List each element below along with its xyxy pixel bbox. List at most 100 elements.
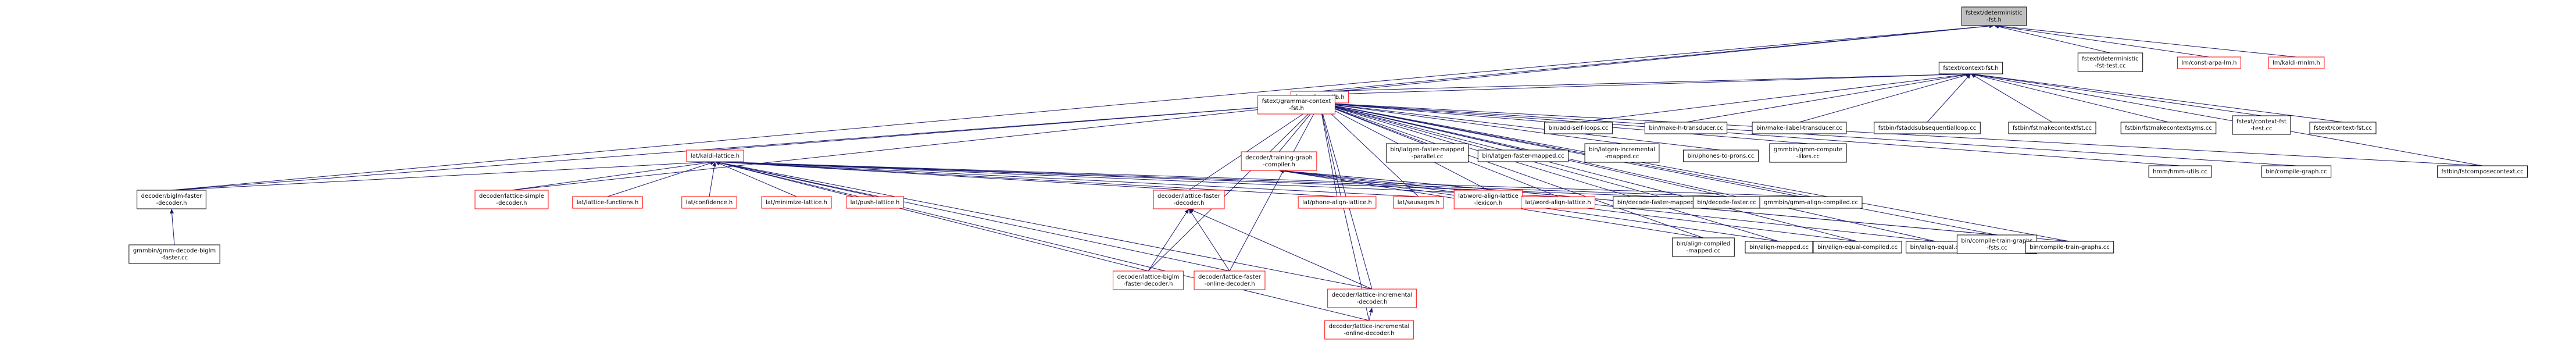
graph-edge-n27-n18 (511, 160, 716, 191)
graph-node-n37[interactable]: bin/decode-faster-mapped.cc (1613, 196, 1707, 209)
node-label: bin/align-compiled (1677, 241, 1731, 247)
node-box (1672, 237, 1735, 257)
graph-node-n23[interactable]: bin/phones-to-prons.cc (1683, 149, 1759, 162)
node-label: bin/compile-train-graphs.cc (2030, 244, 2109, 251)
graph-node-n3[interactable]: fstext/deterministic-fst-test.cc (2077, 52, 2143, 72)
graph-node-n35[interactable]: lat/word-align-lattice-lexicon.h (1453, 190, 1523, 209)
node-label: hmm/hmm-utils.cc (2153, 169, 2207, 175)
node-label: bin/make-ilabel-transducer.cc (1756, 125, 1842, 131)
graph-node-n6[interactable]: decoder/biglm-faster-decoder.h (137, 190, 206, 209)
graph-node-root[interactable]: fstext/deterministic-fst.h (1961, 6, 2027, 26)
graph-node-n12[interactable]: fstbin/fstaddsubsequentialloop.cc (1874, 122, 1981, 134)
graph-node-n9[interactable]: bin/add-self-loops.cc (1544, 122, 1613, 134)
node-label: -decoder.h (1174, 200, 1205, 206)
graph-node-n8[interactable]: fstext/grammar-context-fst.h (1257, 95, 1335, 115)
node-label: fstbin/fstaddsubsequentialloop.cc (1878, 125, 1977, 131)
node-label: fstbin/fstmakecontextsyms.cc (2125, 125, 2212, 131)
node-box (761, 196, 832, 209)
node-box (686, 149, 744, 162)
node-box (1324, 320, 1414, 340)
graph-node-n48[interactable]: decoder/lattice-incremental-decoder.h (1327, 288, 1417, 308)
graph-node-n34[interactable]: lat/sausages.h (1393, 196, 1444, 209)
graph-node-n17[interactable]: fstbin/fstcomposecontext.cc (2436, 165, 2528, 178)
graph-node-n42[interactable]: bin/align-equal-compiled.cc (1813, 241, 1902, 254)
node-label: lat/confidence.h (686, 200, 733, 206)
graph-node-n16[interactable]: fstext/context-fst.cc (2309, 122, 2377, 134)
graph-node-n29[interactable]: lat/confidence.h (681, 196, 737, 209)
node-box (1584, 143, 1660, 163)
graph-edge-n5-root (1993, 24, 2297, 58)
graph-node-n26[interactable]: bin/compile-graph.cc (2261, 165, 2332, 178)
graph-node-n25[interactable]: hmm/hmm-utils.cc (2148, 165, 2212, 178)
graph-node-n4[interactable]: lm/const-arpa-lm.h (2177, 56, 2241, 69)
graph-edge-n7-n6 (170, 208, 175, 245)
graph-edge-n6-root (171, 24, 1995, 191)
graph-edge-n16-n2 (1970, 72, 2343, 123)
graph-node-n45[interactable]: bin/compile-train-graphs.cc (2025, 241, 2114, 254)
node-label: bin/align-equal.cc (1910, 244, 1962, 251)
node-label: bin/latgen-incremental (1589, 147, 1655, 153)
node-label: lat/push-lattice.h (851, 200, 900, 206)
node-box (681, 196, 737, 209)
graph-node-n14[interactable]: fstbin/fstmakecontextsyms.cc (2120, 122, 2217, 134)
node-label: -test.cc (2251, 126, 2273, 132)
graph-edge-n10-n2 (1685, 72, 1971, 123)
graph-edge-n48-n32 (1188, 208, 1373, 290)
arrowhead (1966, 74, 1971, 79)
node-label: lat/word-align-lattice.h (1525, 200, 1591, 206)
node-label: -faster-decoder.h (1124, 281, 1173, 287)
node-label: bin/align-mapped.cc (1749, 244, 1809, 251)
graph-node-n27[interactable]: decoder/lattice-simple-decoder.h (474, 190, 549, 209)
node-label: decoder/lattice-incremental (1329, 323, 1410, 330)
node-box (1393, 196, 1444, 209)
graph-node-n28[interactable]: lat/lattice-functions.h (572, 196, 643, 209)
graph-node-n44[interactable]: bin/compile-train-graphs-fsts.cc (1956, 234, 2038, 254)
graph-node-n30[interactable]: lat/minimize-lattice.h (761, 196, 832, 209)
graph-node-n10[interactable]: bin/make-h-transducer.cc (1644, 122, 1728, 134)
node-box (1257, 95, 1335, 115)
graph-node-n36[interactable]: lat/word-align-lattice.h (1520, 196, 1596, 209)
node-box (1520, 196, 1596, 209)
graph-edge-n3-root (1993, 24, 2111, 54)
graph-node-n38[interactable]: bin/decode-faster.cc (1692, 196, 1761, 209)
graph-node-n7[interactable]: gmmbin/gmm-decode-biglm-faster.cc (128, 244, 220, 264)
graph-node-n11[interactable]: bin/make-ilabel-transducer.cc (1752, 122, 1847, 134)
node-box (2120, 122, 2217, 134)
node-box (2261, 165, 2332, 178)
node-label: -decoder.h (496, 200, 527, 206)
graph-node-n33[interactable]: lat/phone-align-lattice.h (1298, 196, 1377, 209)
node-box (1956, 234, 2038, 254)
node-box (137, 190, 206, 209)
node-label: -likes.cc (1796, 154, 1820, 160)
node-label: bin/compile-graph.cc (2266, 169, 2327, 175)
graph-node-n40[interactable]: bin/align-compiled-mapped.cc (1672, 237, 1735, 257)
node-box (1769, 143, 1847, 163)
node-box (2177, 56, 2241, 69)
graph-node-n47[interactable]: decoder/lattice-faster-online-decoder.h (1194, 270, 1266, 290)
node-box (1752, 122, 1847, 134)
graph-node-n31[interactable]: lat/push-lattice.h (846, 196, 904, 209)
node-label: -compiler.h (1263, 162, 1295, 168)
node-box (474, 190, 549, 209)
graph-node-n41[interactable]: bin/align-mapped.cc (1745, 241, 1813, 254)
arrowhead (1189, 209, 1194, 213)
graph-node-n18[interactable]: lat/kaldi-lattice.h (686, 149, 744, 162)
node-box (1813, 241, 1902, 254)
graph-node-n2[interactable]: fstext/context-fst.h (1938, 62, 2003, 74)
node-label: bin/latgen-faster-mapped (1390, 147, 1464, 153)
node-box (846, 196, 904, 209)
graph-node-n13[interactable]: fstbin/fstmakecontextfst.cc (2008, 122, 2096, 134)
node-label: bin/align-equal-compiled.cc (1817, 244, 1898, 251)
graph-node-n49[interactable]: decoder/lattice-incremental-online-decod… (1324, 320, 1414, 340)
graph-node-n24[interactable]: gmmbin/gmm-compute-likes.cc (1769, 143, 1847, 163)
graph-node-n22[interactable]: bin/latgen-incremental-mapped.cc (1584, 143, 1660, 163)
graph-node-n39[interactable]: gmmbin/gmm-align-compiled.cc (1759, 196, 1863, 209)
graph-node-n21[interactable]: bin/latgen-faster-mapped.cc (1477, 149, 1569, 162)
graph-node-n46[interactable]: decoder/lattice-biglm-faster-decoder.h (1113, 270, 1184, 290)
graph-node-n32[interactable]: decoder/lattice-faster-decoder.h (1153, 190, 1225, 209)
graph-node-n15[interactable]: fstext/context-fst-test.cc (2232, 115, 2291, 135)
graph-node-n5[interactable]: lm/kaldi-rnnlm.h (2268, 56, 2325, 69)
graph-node-n19[interactable]: decoder/training-graph-compiler.h (1241, 151, 1317, 171)
graph-node-n20[interactable]: bin/latgen-faster-mapped-parallel.cc (1385, 143, 1469, 163)
